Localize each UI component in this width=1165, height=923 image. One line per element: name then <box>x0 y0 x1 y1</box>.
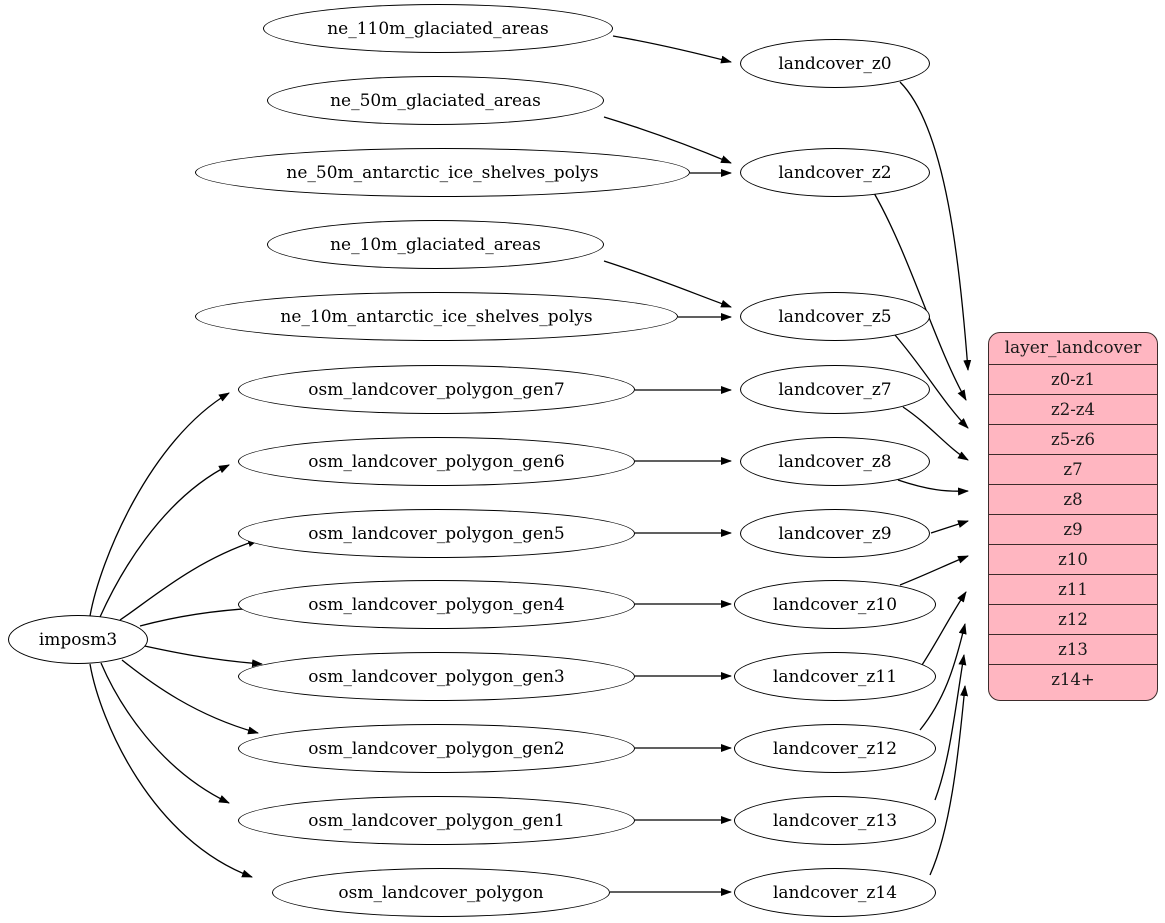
node-label: ne_50m_glaciated_areas <box>330 90 541 111</box>
layer-landcover-table[interactable]: layer_landcover z0-z1 z2-z4 z5-z6 z7 z8 … <box>988 332 1158 701</box>
node-label: ne_110m_glaciated_areas <box>327 18 549 39</box>
node-landcover-z10[interactable]: landcover_z10 <box>734 580 936 629</box>
node-label: osm_landcover_polygon_gen2 <box>308 738 565 759</box>
edge-imposm3-gen1 <box>100 662 230 804</box>
node-label: ne_10m_glaciated_areas <box>330 234 541 255</box>
node-landcover-z13[interactable]: landcover_z13 <box>734 796 936 845</box>
node-landcover-z11[interactable]: landcover_z11 <box>734 652 936 701</box>
edge-z10-row-z10 <box>899 555 969 586</box>
node-ne-10m-antarctic-ice-shelves-polys[interactable]: ne_10m_antarctic_ice_shelves_polys <box>195 292 678 341</box>
node-ne-110m-glaciated-areas[interactable]: ne_110m_glaciated_areas <box>263 4 613 53</box>
node-label: landcover_z10 <box>772 594 898 615</box>
table-row-z8[interactable]: z8 <box>989 484 1157 514</box>
node-label: imposm3 <box>38 629 118 650</box>
edge-imposm3-gen5 <box>119 539 259 621</box>
edge-imposm3-gen7 <box>89 392 230 617</box>
node-osm-landcover-polygon-gen2[interactable]: osm_landcover_polygon_gen2 <box>238 724 635 773</box>
edge-imposm3-gen3 <box>139 644 263 668</box>
table-row-z9[interactable]: z9 <box>989 514 1157 544</box>
node-label: ne_10m_antarctic_ice_shelves_polys <box>280 306 593 327</box>
edge-z8-row-z8 <box>897 479 969 496</box>
node-label: osm_landcover_polygon_gen3 <box>308 666 565 687</box>
node-label: landcover_z2 <box>778 162 892 183</box>
node-landcover-z7[interactable]: landcover_z7 <box>740 365 930 414</box>
node-osm-landcover-polygon-gen7[interactable]: osm_landcover_polygon_gen7 <box>238 365 635 414</box>
node-label: osm_landcover_polygon <box>338 882 544 903</box>
edge-imposm3-gen6 <box>99 464 230 618</box>
node-landcover-z12[interactable]: landcover_z12 <box>734 724 936 773</box>
node-osm-landcover-polygon-gen4[interactable]: osm_landcover_polygon_gen4 <box>238 580 635 629</box>
table-row-z10[interactable]: z10 <box>989 544 1157 574</box>
edge-z13-row-z13 <box>934 654 967 801</box>
table-row-z2-z4[interactable]: z2-z4 <box>989 394 1157 424</box>
node-label: osm_landcover_polygon_gen7 <box>308 379 565 400</box>
node-label: landcover_z13 <box>772 810 898 831</box>
node-osm-landcover-polygon-gen6[interactable]: osm_landcover_polygon_gen6 <box>238 437 635 486</box>
node-osm-landcover-polygon-gen3[interactable]: osm_landcover_polygon_gen3 <box>238 652 635 701</box>
node-landcover-z2[interactable]: landcover_z2 <box>740 148 930 197</box>
node-ne-10m-glaciated-areas[interactable]: ne_10m_glaciated_areas <box>267 220 604 269</box>
edge-ne110m-z0 <box>612 35 732 64</box>
node-label: osm_landcover_polygon_gen4 <box>308 594 565 615</box>
edge-z14-row-z14plus <box>929 685 969 876</box>
node-osm-landcover-polygon-gen1[interactable]: osm_landcover_polygon_gen1 <box>238 796 635 845</box>
node-label: landcover_z9 <box>778 523 892 544</box>
table-row-z0-z1[interactable]: z0-z1 <box>989 364 1157 394</box>
table-row-z5-z6[interactable]: z5-z6 <box>989 424 1157 454</box>
table-row-z12[interactable]: z12 <box>989 604 1157 634</box>
table-row-z11[interactable]: z11 <box>989 574 1157 604</box>
node-osm-landcover-polygon[interactable]: osm_landcover_polygon <box>272 868 610 917</box>
table-header-layer-landcover: layer_landcover <box>1004 338 1142 358</box>
node-landcover-z14[interactable]: landcover_z14 <box>734 868 936 917</box>
node-label: landcover_z5 <box>778 306 892 327</box>
node-label: landcover_z0 <box>778 53 892 74</box>
node-landcover-z5[interactable]: landcover_z5 <box>740 292 930 341</box>
node-ne-50m-glaciated-areas[interactable]: ne_50m_glaciated_areas <box>267 76 604 125</box>
table-row-z14-plus[interactable]: z14+ <box>989 664 1157 694</box>
table-row-z7[interactable]: z7 <box>989 454 1157 484</box>
node-label: osm_landcover_polygon_gen5 <box>308 523 565 544</box>
node-label: landcover_z14 <box>772 882 898 903</box>
node-landcover-z0[interactable]: landcover_z0 <box>740 39 930 88</box>
node-landcover-z9[interactable]: landcover_z9 <box>740 509 930 558</box>
node-label: ne_50m_antarctic_ice_shelves_polys <box>286 162 599 183</box>
node-label: landcover_z7 <box>778 379 892 400</box>
edge-z9-row-z9 <box>930 520 969 534</box>
node-imposm3[interactable]: imposm3 <box>8 615 148 664</box>
node-label: landcover_z11 <box>772 666 898 687</box>
edge-imposm3-polygon <box>89 663 253 878</box>
node-label: osm_landcover_polygon_gen6 <box>308 451 565 472</box>
node-landcover-z8[interactable]: landcover_z8 <box>740 437 930 486</box>
node-label: landcover_z8 <box>778 451 892 472</box>
edge-imposm3-gen2 <box>121 659 259 735</box>
node-label: osm_landcover_polygon_gen1 <box>308 810 565 831</box>
node-label: landcover_z12 <box>772 738 898 759</box>
node-osm-landcover-polygon-gen5[interactable]: osm_landcover_polygon_gen5 <box>238 509 635 558</box>
table-row-z13[interactable]: z13 <box>989 634 1157 664</box>
node-ne-50m-antarctic-ice-shelves-polys[interactable]: ne_50m_antarctic_ice_shelves_polys <box>195 148 690 197</box>
